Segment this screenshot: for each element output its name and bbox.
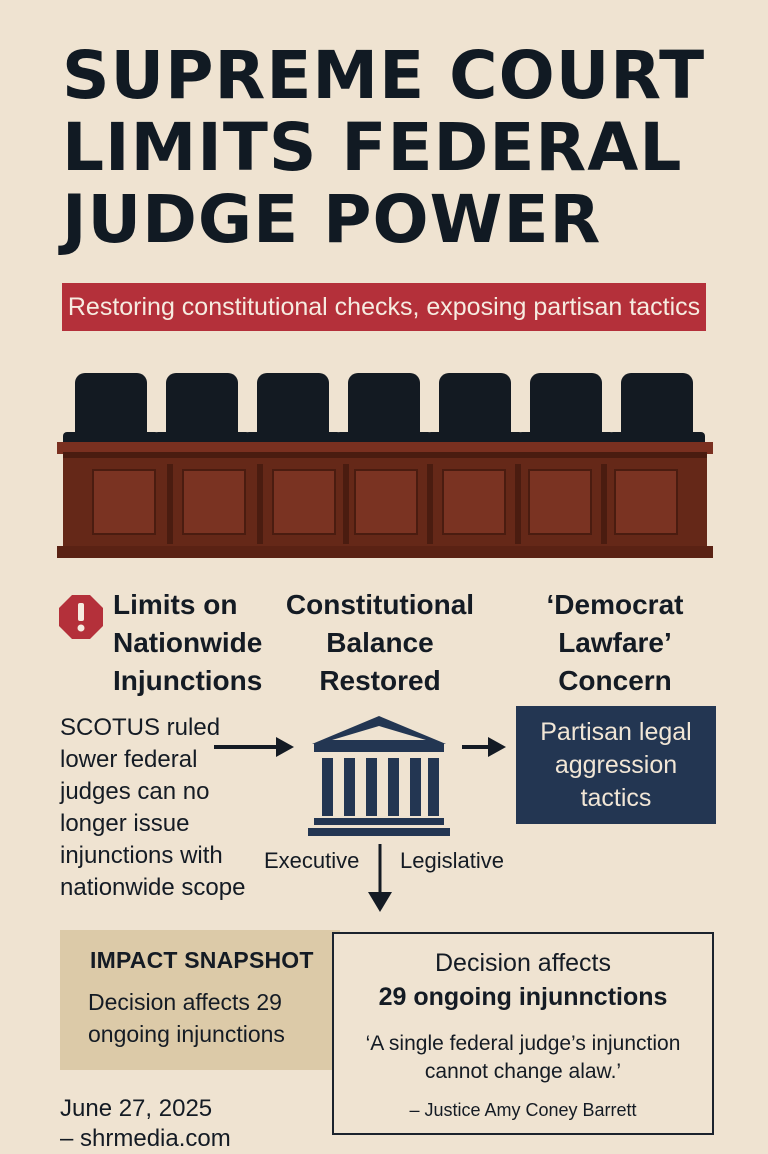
impact-snapshot-text: Decision affects 29 ongoing injunctions — [88, 989, 285, 1047]
section-heading-balance: Constitutional Balance Restored — [285, 589, 475, 696]
branch-label-executive: Executive — [264, 848, 360, 873]
impact-snapshot-title: IMPACT SNAPSHOT — [90, 947, 314, 973]
arrow-down-icon — [368, 844, 392, 912]
arrow-right-icon — [214, 737, 294, 757]
headline-line-2: LIMITS FEDERAL — [62, 109, 683, 186]
courthouse-pillars-icon — [308, 716, 450, 836]
judge-chairs — [63, 373, 705, 446]
section-heading-injunctions: Limits on Nationwide Injunctions — [113, 589, 263, 696]
stop-octagon-exclamation-icon — [59, 595, 103, 639]
branch-label-legislative: Legislative — [400, 848, 504, 873]
lawfare-callout: Partisan legal aggression tactics — [516, 706, 716, 824]
decision-quote-box: Decision affects 29 ongoing injunnctions… — [332, 932, 714, 1135]
impact-snapshot-panel: IMPACT SNAPSHOT Decision affects 29 ongo… — [60, 930, 340, 1070]
arrow-right-icon — [462, 737, 506, 757]
barrett-quote: ‘A single federal judge’s injunction can… — [365, 1032, 681, 1083]
decision-summary: Decision affects — [434, 949, 611, 977]
headline-line-1: SUPREME COURT — [62, 37, 706, 114]
section-heading-lawfare: ‘Democrat Lawfare’ Concern — [546, 589, 684, 696]
subtitle-banner: Restoring constitutional checks, exposin… — [62, 283, 706, 331]
judges-bench-illustration — [57, 373, 713, 558]
decision-count: 29 ongoing injunnctions — [378, 983, 668, 1011]
quote-attribution: – Justice Amy Coney Barrett — [409, 1100, 637, 1120]
source-credit: – shrmedia.com — [60, 1125, 231, 1152]
headline-line-3: JUDGE POWER — [62, 181, 602, 258]
publish-date: June 27, 2025 — [60, 1095, 213, 1122]
headline: SUPREME COURT LIMITS FEDERAL JUDGE POWER — [62, 40, 752, 256]
ruling-description: SCOTUS ruled lower federal judges can no… — [60, 714, 246, 901]
